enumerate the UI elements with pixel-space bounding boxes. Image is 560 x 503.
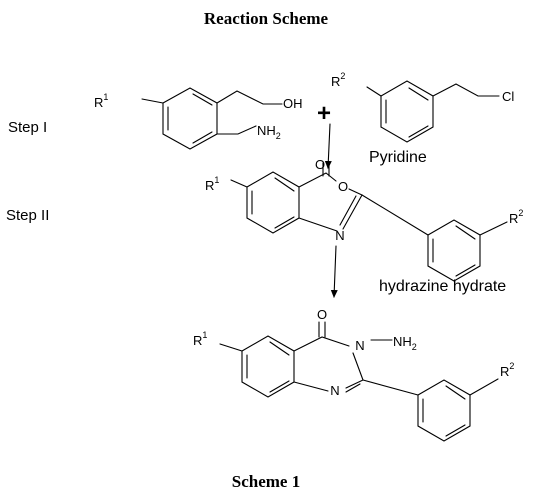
scheme-caption: Scheme 1 <box>232 472 300 491</box>
r1-substituent-label: R1 <box>94 92 108 110</box>
carbonyl-oxygen-label: O <box>317 307 327 322</box>
step-2-label: Step II <box>6 207 49 224</box>
chloride-label: Cl <box>502 89 514 104</box>
molecule-benzoxazinone: O O N R1 R2 <box>205 157 523 282</box>
molecule-aminoquinazolinone: O N N NH2 R1 R2 <box>193 307 514 442</box>
reagent-pyridine: Pyridine <box>369 149 427 166</box>
r1-substituent-label: R1 <box>193 330 207 348</box>
carbonyl-oxygen-label: O <box>315 157 325 172</box>
r2-substituent-label: R2 <box>509 208 523 226</box>
r2-substituent-label: R2 <box>331 71 345 89</box>
hydroxyl-label: OH <box>283 96 303 111</box>
ring-nitrogen-label: N <box>330 383 339 398</box>
ring-oxygen-label: O <box>338 179 348 194</box>
reaction-arrow-1 <box>324 123 332 169</box>
amino-group-label: NH2 <box>393 334 417 352</box>
reaction-arrow-2 <box>330 245 338 298</box>
molecule-aminobenzyl-alcohol: R1 OH NH2 <box>94 87 303 150</box>
plus-sign: + <box>317 100 331 127</box>
scheme-title: Reaction Scheme <box>204 9 329 28</box>
ring-nitrogen-label: N <box>355 338 364 353</box>
ring-nitrogen-label: N <box>335 228 344 243</box>
r1-substituent-label: R1 <box>205 175 219 193</box>
reagent-hydrazine-hydrate: hydrazine hydrate <box>379 278 506 295</box>
r2-substituent-label: R2 <box>500 361 514 379</box>
amine-label: NH2 <box>257 123 281 141</box>
molecule-benzyl-chloride: R2 Cl <box>331 71 514 143</box>
step-1-label: Step I <box>8 119 47 136</box>
